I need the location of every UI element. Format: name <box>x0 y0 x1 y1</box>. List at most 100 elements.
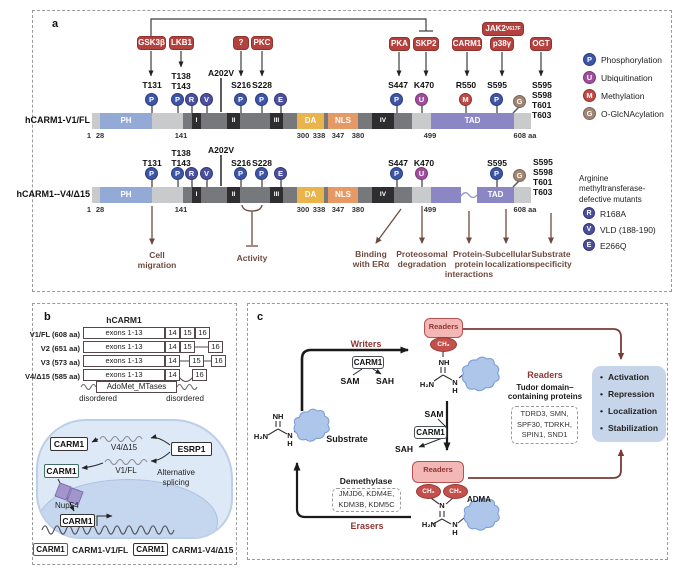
ubiquitin-pin: U <box>415 93 428 106</box>
kinase-pkc: PKC <box>251 36 273 50</box>
v2-exons-main: exons 1-13 <box>83 341 165 353</box>
carm1-writer-box: CARM1 <box>352 356 384 369</box>
mutant-pin-r: R <box>185 167 198 180</box>
site-s228-r2: S228 <box>252 158 272 168</box>
phospho-pin: P <box>390 93 403 106</box>
effect-er-binding: Binding with ERα <box>352 249 390 270</box>
motif-2: II <box>227 187 240 203</box>
outcome-repression: Repression <box>600 389 654 399</box>
legend-e-pin: E <box>583 239 595 251</box>
site-s216-r2: S216 <box>231 158 251 168</box>
legend-oglcnac-label: O-GlcNAcylation <box>601 109 664 119</box>
sah-label-mid: SAH <box>395 444 413 454</box>
bar-seg <box>201 113 227 129</box>
motif-3: III <box>270 113 283 129</box>
bar-seg <box>394 187 412 203</box>
coord: 300 <box>296 205 310 214</box>
coord: 141 <box>174 205 188 214</box>
phospho-pin: P <box>145 167 158 180</box>
legend-r168a: R168A <box>600 209 626 219</box>
v4-exon-14: 14 <box>165 369 180 381</box>
v1-exons-main: exons 1-13 <box>83 327 165 339</box>
carm1-writer-box-2: CARM1 <box>414 426 447 439</box>
oglcnac-pin: G <box>513 169 526 182</box>
variant-v3-label: V3 (573 aa) <box>40 358 80 367</box>
writers-label: Writers <box>350 339 382 349</box>
phospho-pin: P <box>390 167 403 180</box>
coord: 380 <box>351 131 365 140</box>
ch3-mark-adma-1: CH₃ <box>416 484 441 499</box>
v3-exon-16: 16 <box>211 355 226 367</box>
v2-exon-14: 14 <box>165 341 180 353</box>
mutant-pin-e: E <box>274 167 287 180</box>
kinase-skp2: SKP2 <box>413 37 439 51</box>
site-s447-r2: S447 <box>388 158 408 168</box>
effect-ppi: Protein- protein interactions <box>444 249 494 280</box>
n-adma: N <box>439 501 445 510</box>
site-k470-r1: K470 <box>413 80 435 90</box>
v3-exon-14: 14 <box>165 355 180 367</box>
mutant-pin-r: R <box>185 93 198 106</box>
legend-methyl-pin: M <box>583 89 596 102</box>
variant-v2-label: V2 (651 aa) <box>40 344 80 353</box>
legend-ubiquitin-label: Ubiquitination <box>601 73 653 83</box>
bar-seg <box>412 187 431 203</box>
effect-proteosomal: Proteosomal degradation <box>396 249 448 270</box>
motif-1: I <box>192 187 201 203</box>
bar-seg <box>183 187 192 203</box>
bar-seg <box>152 113 183 129</box>
alternative-splicing-label: Alternative splicing <box>157 468 195 487</box>
coord: 380 <box>351 205 365 214</box>
hcarm1-title: hCARM1 <box>106 315 142 325</box>
panel-a-frame <box>32 10 672 292</box>
site-a202v-r2: A202V <box>208 145 234 155</box>
bar-seg <box>240 113 270 129</box>
coord: 1 <box>86 131 92 140</box>
jak2-mutation-sup: V617F <box>505 25 521 32</box>
phospho-pin: P <box>490 93 503 106</box>
mutant-pin-v: V <box>200 167 213 180</box>
phospho-pin: P <box>234 93 247 106</box>
bar-seg <box>358 187 372 203</box>
effect-subcellular: Subcellular localization <box>484 249 532 270</box>
coord: 338 <box>312 205 326 214</box>
variant-v1-label: V1/FL (608 aa) <box>29 330 80 339</box>
readers-cap-top: Readers <box>424 318 463 338</box>
tad-domain: TAD <box>477 187 514 203</box>
disordered-right: disordered <box>166 394 204 403</box>
panel-c-label: c <box>257 311 264 323</box>
kinase-pka: PKA <box>389 37 410 51</box>
row2-name: hCARM1--V4/Δ15 <box>16 189 90 199</box>
sam-label-mid: SAM <box>424 409 444 419</box>
v4-exon-16: 16 <box>192 369 207 381</box>
row1-name: hCARM1-V1/FL <box>25 115 90 125</box>
site-t131-r1: T131 <box>142 80 162 90</box>
mutant-legend-title: Arginine methyltransferase- defective mu… <box>579 174 646 204</box>
legend-vld: VLD (188-190) <box>600 225 656 235</box>
site-s447-r1: S447 <box>388 80 408 90</box>
bar-seg <box>92 113 100 129</box>
variant-v4-label: V4/Δ15 (585 aa) <box>24 372 80 381</box>
legend-r-pin: R <box>583 207 595 219</box>
bar-seg <box>283 113 297 129</box>
da-domain: DA <box>297 187 324 203</box>
legend-carm1-v1-box: CARM1 <box>33 543 68 556</box>
bar-seg <box>324 113 328 129</box>
n-top: N <box>452 378 458 387</box>
adomet-domain-box: AdoMet_MTases <box>96 381 177 393</box>
oglcnac-sites-r2: S595 S598 T601 T603 <box>533 157 553 198</box>
tudor-protein-list: TDRD3, SMN, SPF30, TDRKH, SPIN1, SND1 <box>511 406 578 444</box>
h2n-top: H₂N <box>419 380 435 389</box>
sah-label-top: SAH <box>376 376 394 386</box>
nls-domain: NLS <box>328 187 358 203</box>
phospho-pin: P <box>171 93 184 106</box>
oglcnac-sites-r1: S595 S598 T601 T603 <box>532 80 552 121</box>
coord: 1 <box>86 205 92 214</box>
ph-domain: PH <box>100 113 152 129</box>
v1-exon-16: 16 <box>195 327 210 339</box>
bar-seg <box>92 187 100 203</box>
bar-seg <box>283 187 297 203</box>
phospho-pin: P <box>171 167 184 180</box>
coord: 28 <box>95 205 105 214</box>
